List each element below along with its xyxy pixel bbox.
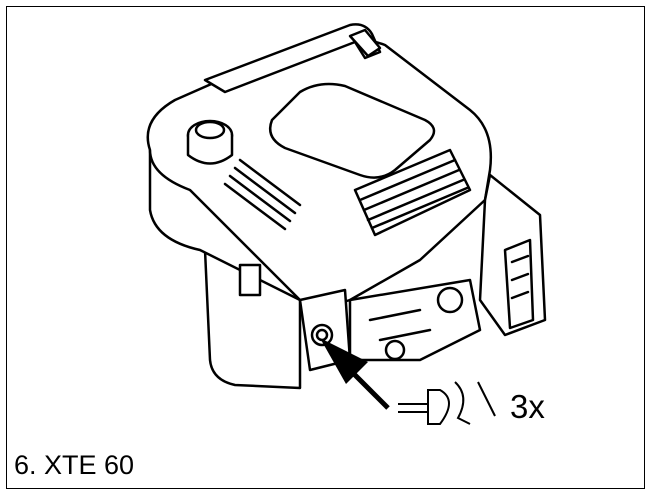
carry-handle xyxy=(203,23,382,94)
pointer-arrow-icon xyxy=(320,338,390,410)
engine-shroud xyxy=(146,36,492,307)
primer-bulb-press-icon xyxy=(398,381,496,425)
top-panel xyxy=(268,82,436,179)
primer-press-count: 3x xyxy=(510,388,545,425)
figure-caption: 6. XTE 60 xyxy=(14,450,135,480)
